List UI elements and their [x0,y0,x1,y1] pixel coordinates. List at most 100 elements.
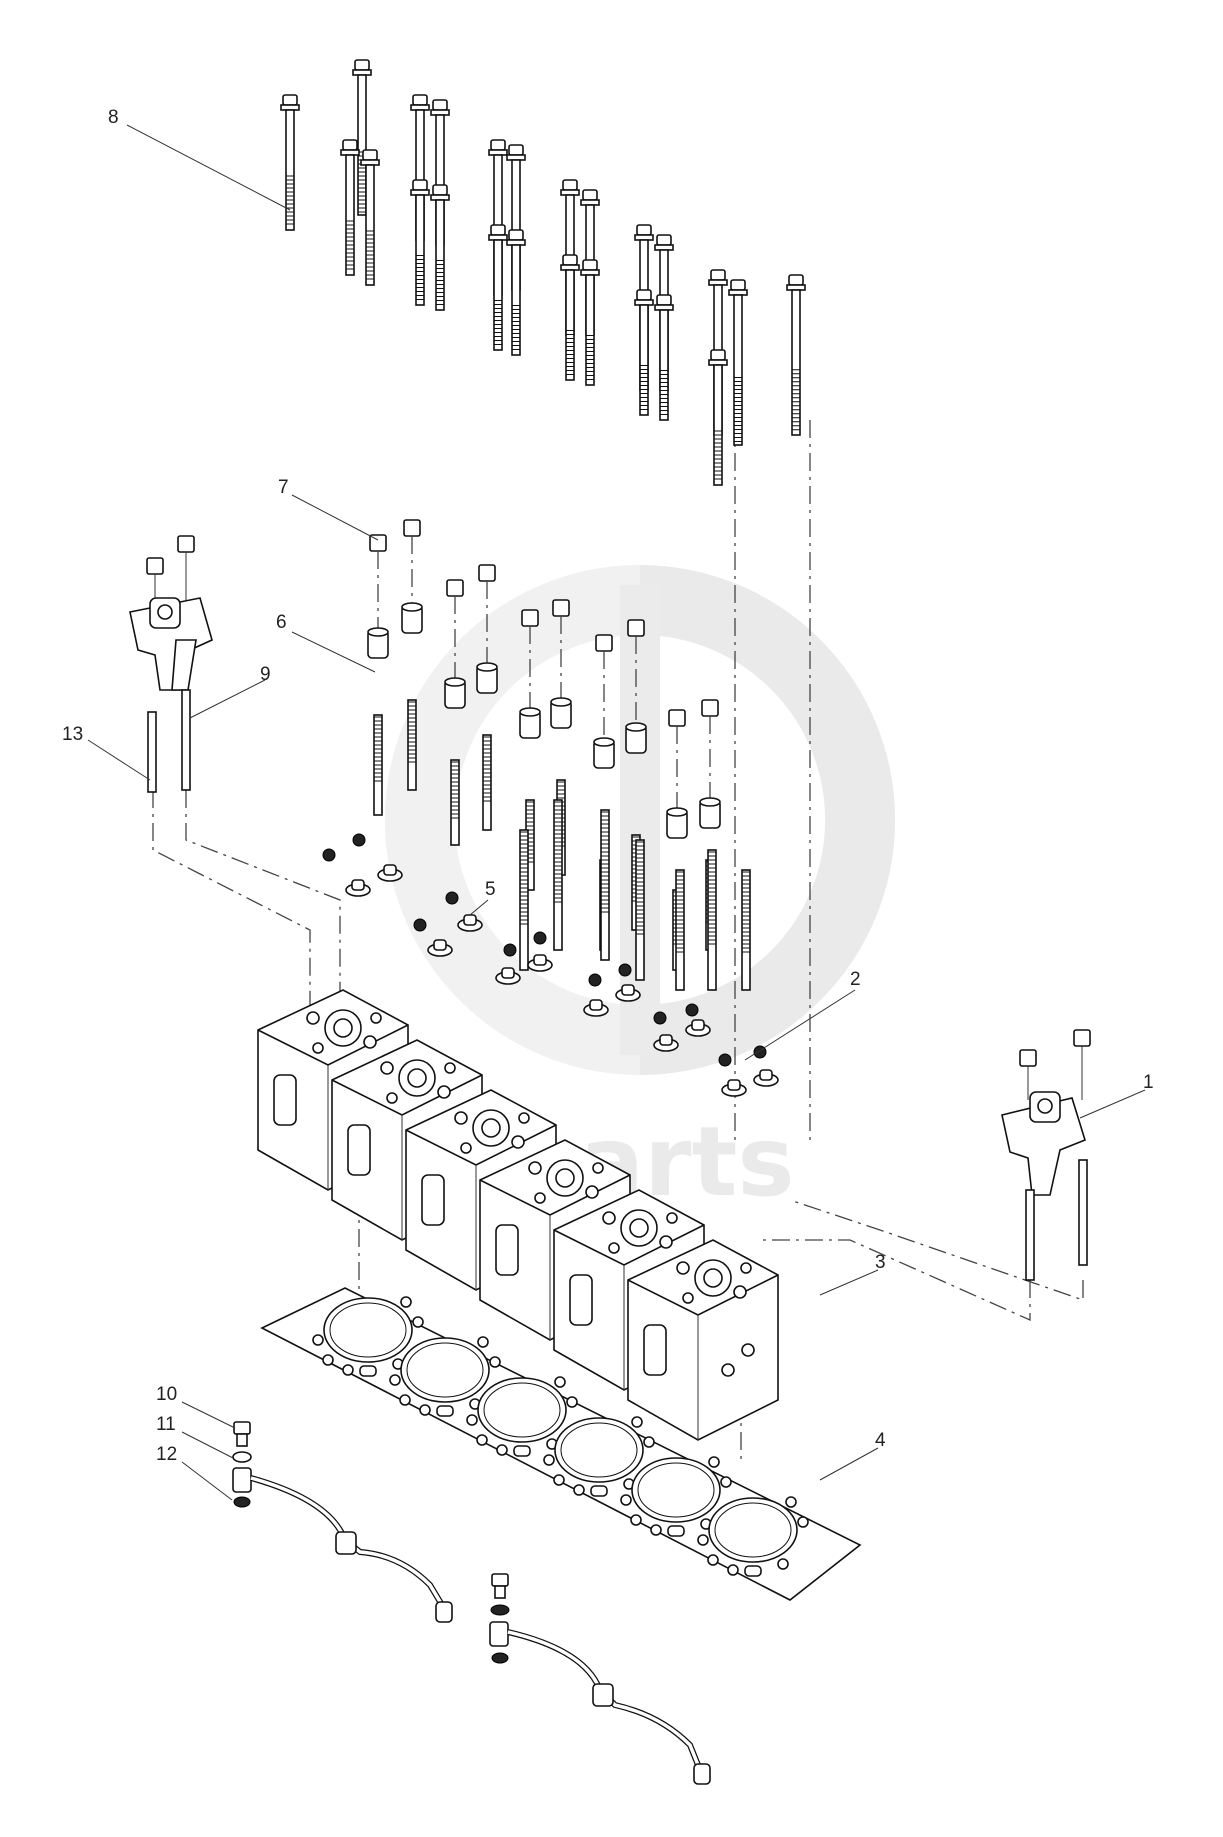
valve-cap-icon [685,1003,699,1017]
stud-icon [147,689,191,793]
valve-cap-icon [653,1011,667,1025]
stud-icon [407,699,417,791]
valve-cap-icon [322,848,336,862]
valve-seal-icon [457,914,483,932]
valve-seal-icon [753,1069,779,1087]
valve-seal-icon [527,954,553,972]
valve-seal-icon [345,879,371,897]
callout-4: 4 [875,1430,886,1451]
nut-icon [595,634,613,652]
valve-stem-seals [322,833,779,1097]
injector-pipe-1 [232,1421,453,1623]
callout-11: 11 [156,1414,176,1435]
callout-13: 13 [62,724,83,745]
valve-cap-icon [445,891,459,905]
callout-3: 3 [875,1252,886,1273]
stud-icon [1025,1159,1088,1281]
valve-cap-icon [533,931,547,945]
rocker-studs [367,519,751,991]
sleeve-icon [401,602,423,634]
cylinder-head-gasket [260,1287,862,1601]
sleeve-icon [444,677,466,709]
assembly-lines [152,420,1084,1460]
callout-2: 2 [850,969,861,990]
nut-icon [403,519,421,537]
bracket-icon [1001,1091,1086,1196]
sleeve-icon [476,662,498,694]
washer-icon [232,1451,252,1508]
cylinder-heads [257,989,779,1441]
stud-icon [600,809,610,961]
injector-pipe-2 [489,1573,711,1785]
bolt-icon [410,179,430,306]
head-gasket-icon [260,1287,862,1601]
valve-seal-icon [721,1079,747,1097]
stud-icon [450,759,460,846]
sleeve-icon [593,737,615,769]
bolt-icon [430,184,450,311]
nut-icon [1019,1029,1091,1067]
nut-icon [701,699,719,717]
valve-cap-icon [352,833,366,847]
callout-8: 8 [108,107,119,128]
stud-icon [741,869,751,991]
sleeve-icon [519,707,541,739]
nut-icon [668,709,686,727]
stud-icon [707,849,717,991]
cylinder-head-icon [627,1239,779,1441]
bolt-icon [488,224,508,351]
callout-labels: 8 7 6 9 13 5 2 1 3 4 10 11 12 [62,107,1154,1465]
sleeve-icon [699,797,721,829]
stud-icon [635,839,645,981]
bolt-icon [634,289,654,416]
sleeve-icon [625,722,647,754]
valve-cap-icon [588,973,602,987]
valve-seal-icon [377,864,403,882]
bolt-icon [352,59,372,216]
bracket-right [1001,1029,1091,1281]
stud-icon [482,734,492,831]
nut-icon [521,609,539,627]
sleeve-icon [367,627,389,659]
callout-12: 12 [156,1444,177,1465]
callout-5: 5 [485,879,496,900]
callout-6: 6 [276,612,287,633]
banjo-bolt-icon [491,1573,509,1599]
bolt-icon [506,229,526,356]
stud-icon [675,869,685,991]
bolt-icon [728,279,748,446]
sleeve-icon [666,807,688,839]
nut-icon [446,579,464,597]
callout-7: 7 [278,477,289,498]
bolt-icon [654,294,674,421]
bracket-icon [129,597,213,691]
leader-lines [87,124,1146,1501]
bolt-icon [340,139,360,276]
bolt-icon [280,94,300,231]
bolt-icon [580,259,600,386]
bracket-left [129,535,213,793]
bolt-icon [708,349,728,486]
valve-seal-icon [427,939,453,957]
callout-10: 10 [156,1384,177,1405]
valve-seal-icon [685,1019,711,1037]
valve-cap-icon [718,1053,732,1067]
valve-cap-icon [618,963,632,977]
nut-icon [552,599,570,617]
nut-icon [627,619,645,637]
nut-icon [146,535,195,575]
cylinder-head-bolts [280,59,806,486]
valve-cap-icon [413,918,427,932]
callout-1: 1 [1143,1072,1154,1093]
nut-icon [478,564,496,582]
bolt-icon [560,254,580,381]
bolt-icon [786,274,806,436]
valve-seal-icon [653,1034,679,1052]
stud-icon [373,714,383,816]
stud-icon [553,799,563,951]
sleeve-icon [550,697,572,729]
stud-icon [519,829,529,971]
valve-seal-icon [615,984,641,1002]
callout-9: 9 [260,664,271,685]
